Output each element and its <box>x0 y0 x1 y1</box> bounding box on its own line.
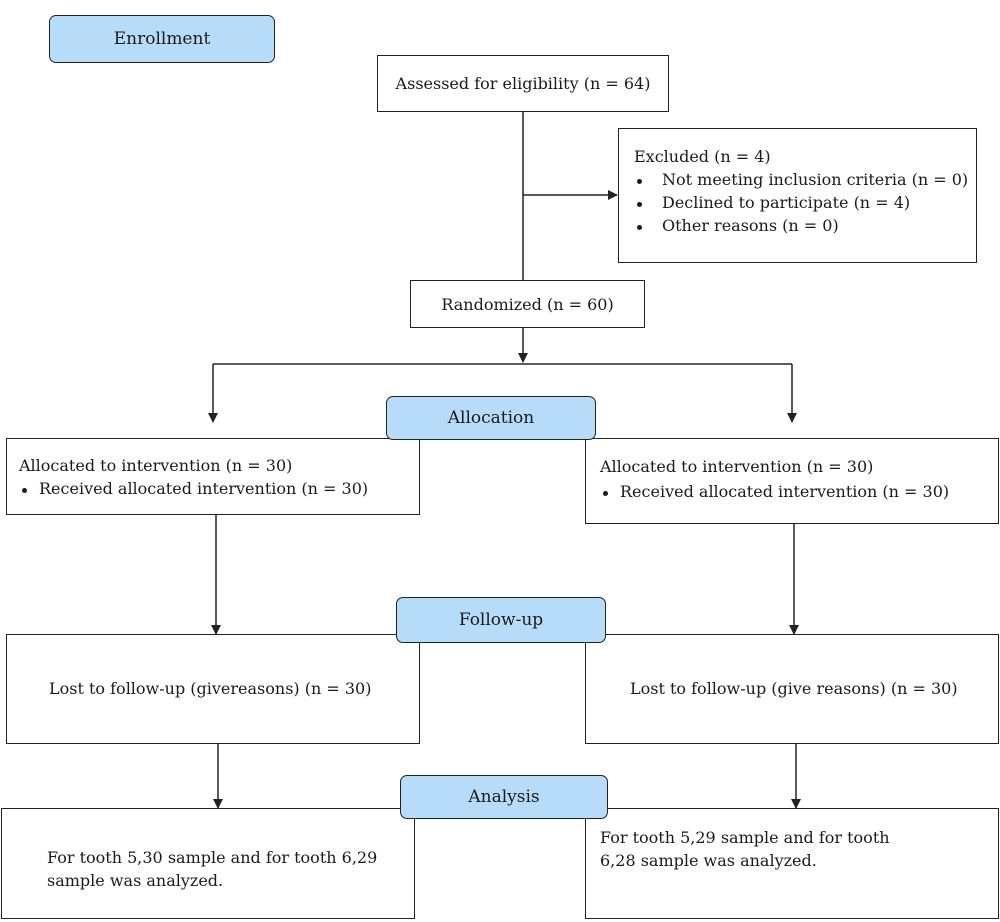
allocation-stage-label: Allocation <box>386 396 596 440</box>
enrollment-stage-text: Enrollment <box>113 29 211 49</box>
enrollment-stage-label: Enrollment <box>49 15 275 63</box>
right-analysis-text: For tooth 5,29 sample and for tooth 6,28… <box>600 828 890 870</box>
left-received-item: Received allocated intervention (n = 30) <box>19 477 419 500</box>
left-analysis-text: For tooth 5,30 sample and for tooth 6,29… <box>47 848 378 890</box>
excluded-title: Excluded (n = 4) <box>634 147 771 166</box>
randomized-text: Randomized (n = 60) <box>441 294 614 314</box>
left-analysis-box: For tooth 5,30 sample and for tooth 6,29… <box>1 808 415 919</box>
assessed-text: Assessed for eligibility (n = 64) <box>395 74 651 93</box>
left-lost-text: Lost to follow-up (givereasons) (n = 30) <box>49 679 372 698</box>
excluded-reason-item: Other reasons (n = 0) <box>634 214 976 237</box>
randomized-box: Randomized (n = 60) <box>410 280 645 328</box>
right-received-item: Received allocated intervention (n = 30) <box>600 480 998 503</box>
right-allocation-box: Allocated to intervention (n = 30) Recei… <box>585 438 999 524</box>
excluded-box: Excluded (n = 4) Not meeting inclusion c… <box>618 128 977 263</box>
excluded-reason-item: Declined to participate (n = 4) <box>634 191 976 214</box>
right-analysis-box: For tooth 5,29 sample and for tooth 6,28… <box>585 808 999 919</box>
allocation-stage-text: Allocation <box>447 408 535 428</box>
left-allocation-box: Allocated to intervention (n = 30) Recei… <box>6 438 420 515</box>
excluded-reason-item: Not meeting inclusion criteria (n = 0) <box>634 168 976 191</box>
right-allocated-text: Allocated to intervention (n = 30) <box>600 457 874 476</box>
assessed-box: Assessed for eligibility (n = 64) <box>377 55 669 112</box>
follow-up-stage-text: Follow-up <box>458 610 544 630</box>
right-lost-text: Lost to follow-up (give reasons) (n = 30… <box>630 679 958 698</box>
left-allocated-text: Allocated to intervention (n = 30) <box>19 456 293 475</box>
right-follow-up-box: Lost to follow-up (give reasons) (n = 30… <box>585 634 999 744</box>
analysis-stage-label: Analysis <box>400 775 608 819</box>
excluded-reasons-list: Not meeting inclusion criteria (n = 0) D… <box>634 168 976 237</box>
left-allocation-list: Received allocated intervention (n = 30) <box>19 477 419 500</box>
follow-up-stage-label: Follow-up <box>396 597 606 643</box>
analysis-stage-text: Analysis <box>468 787 540 807</box>
left-follow-up-box: Lost to follow-up (givereasons) (n = 30) <box>6 634 420 744</box>
right-allocation-list: Received allocated intervention (n = 30) <box>600 480 998 503</box>
